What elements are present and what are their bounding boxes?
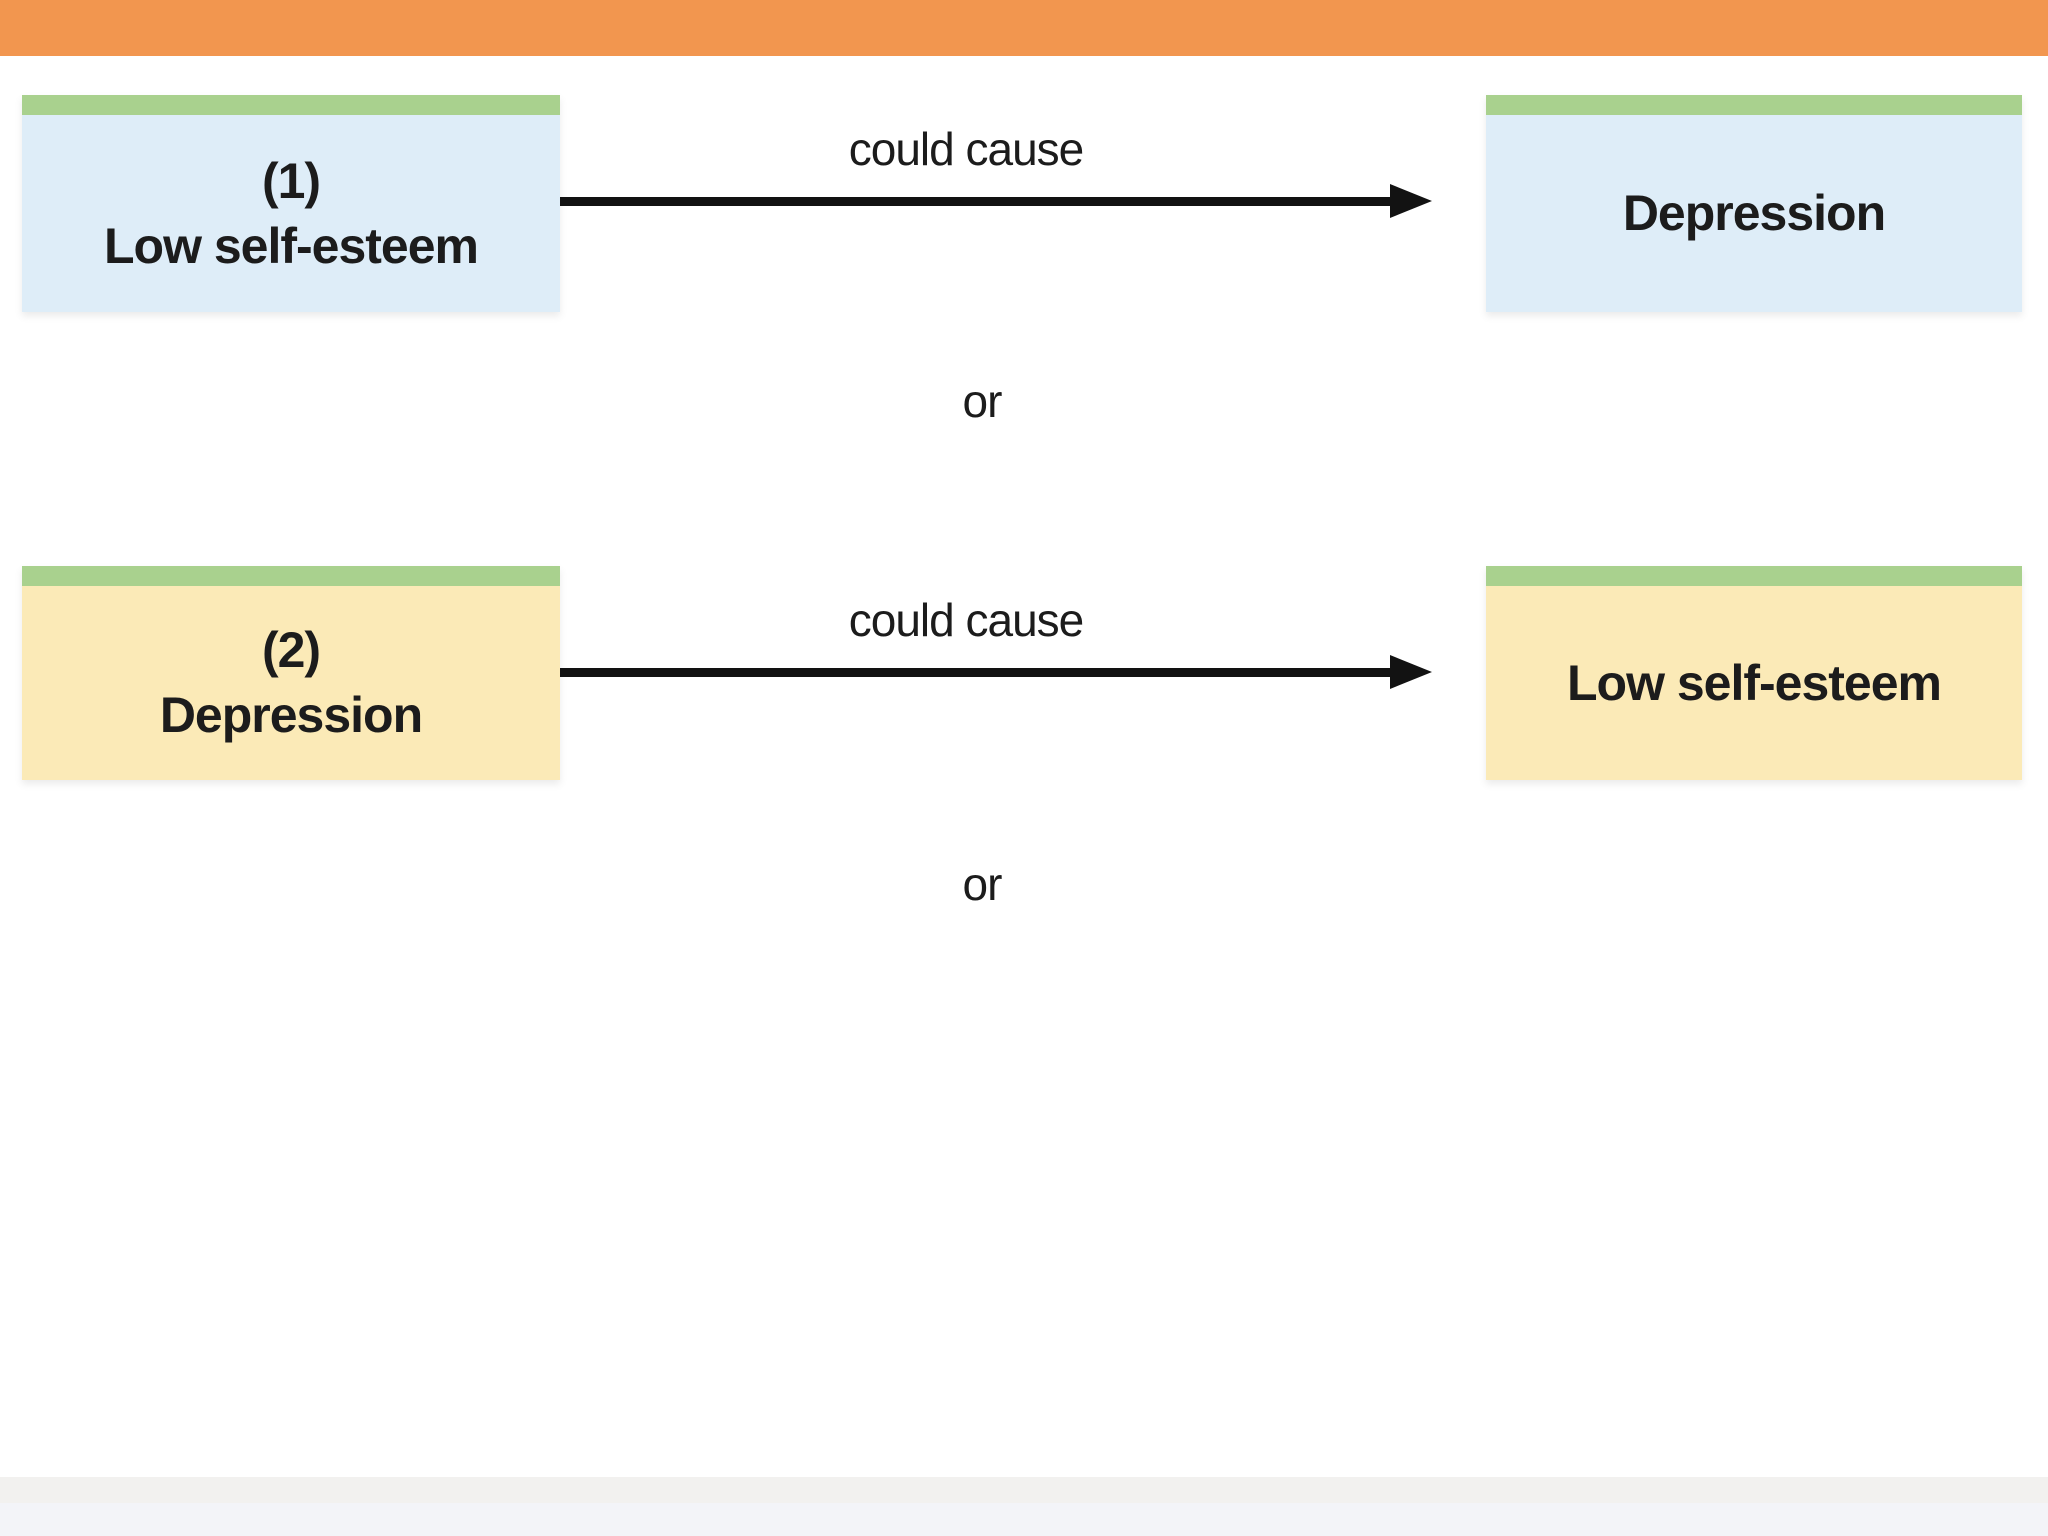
box-top-strip	[22, 95, 560, 115]
or-separator-2: or	[962, 858, 1003, 910]
node-text: (1) Low self-esteem	[22, 115, 560, 312]
node-text: (2) Depression	[22, 586, 560, 780]
target-box-depression: Depression	[1486, 95, 2022, 312]
target-box-low-self-esteem: Low self-esteem	[1486, 566, 2022, 780]
bottom-band-blue-gray	[0, 1503, 2048, 1536]
arrow-label: could cause	[848, 594, 1085, 646]
arrow-head-icon	[1390, 184, 1432, 218]
causal-arrow-1: could cause	[560, 95, 1432, 312]
node-number: (1)	[261, 152, 321, 209]
causal-arrow-2: could cause	[560, 566, 1432, 780]
arrow-head-icon	[1390, 655, 1432, 689]
top-orange-bar	[0, 0, 2048, 56]
or-separator-1: or	[962, 375, 1003, 427]
box-top-strip	[1486, 566, 2022, 586]
causal-row-1: (1) Low self-esteem could cause Depressi…	[0, 95, 2048, 312]
source-box-depression: (2) Depression	[22, 566, 560, 780]
source-box-low-self-esteem: (1) Low self-esteem	[22, 95, 560, 312]
box-top-strip	[22, 566, 560, 586]
node-text: Depression	[1486, 115, 2022, 312]
node-label: Low self-esteem	[1566, 654, 1942, 711]
node-text: Low self-esteem	[1486, 586, 2022, 780]
node-label: Depression	[159, 687, 423, 743]
box-top-strip	[1486, 95, 2022, 115]
node-number: (2)	[261, 622, 321, 678]
arrow-line	[560, 197, 1394, 206]
causal-row-2: (2) Depression could cause Low self-este…	[0, 566, 2048, 780]
node-label: Depression	[1622, 185, 1886, 241]
node-label: Low self-esteem	[103, 217, 479, 274]
bottom-band-gray	[0, 1477, 2048, 1503]
arrow-label: could cause	[848, 123, 1085, 175]
arrow-line	[560, 668, 1394, 677]
